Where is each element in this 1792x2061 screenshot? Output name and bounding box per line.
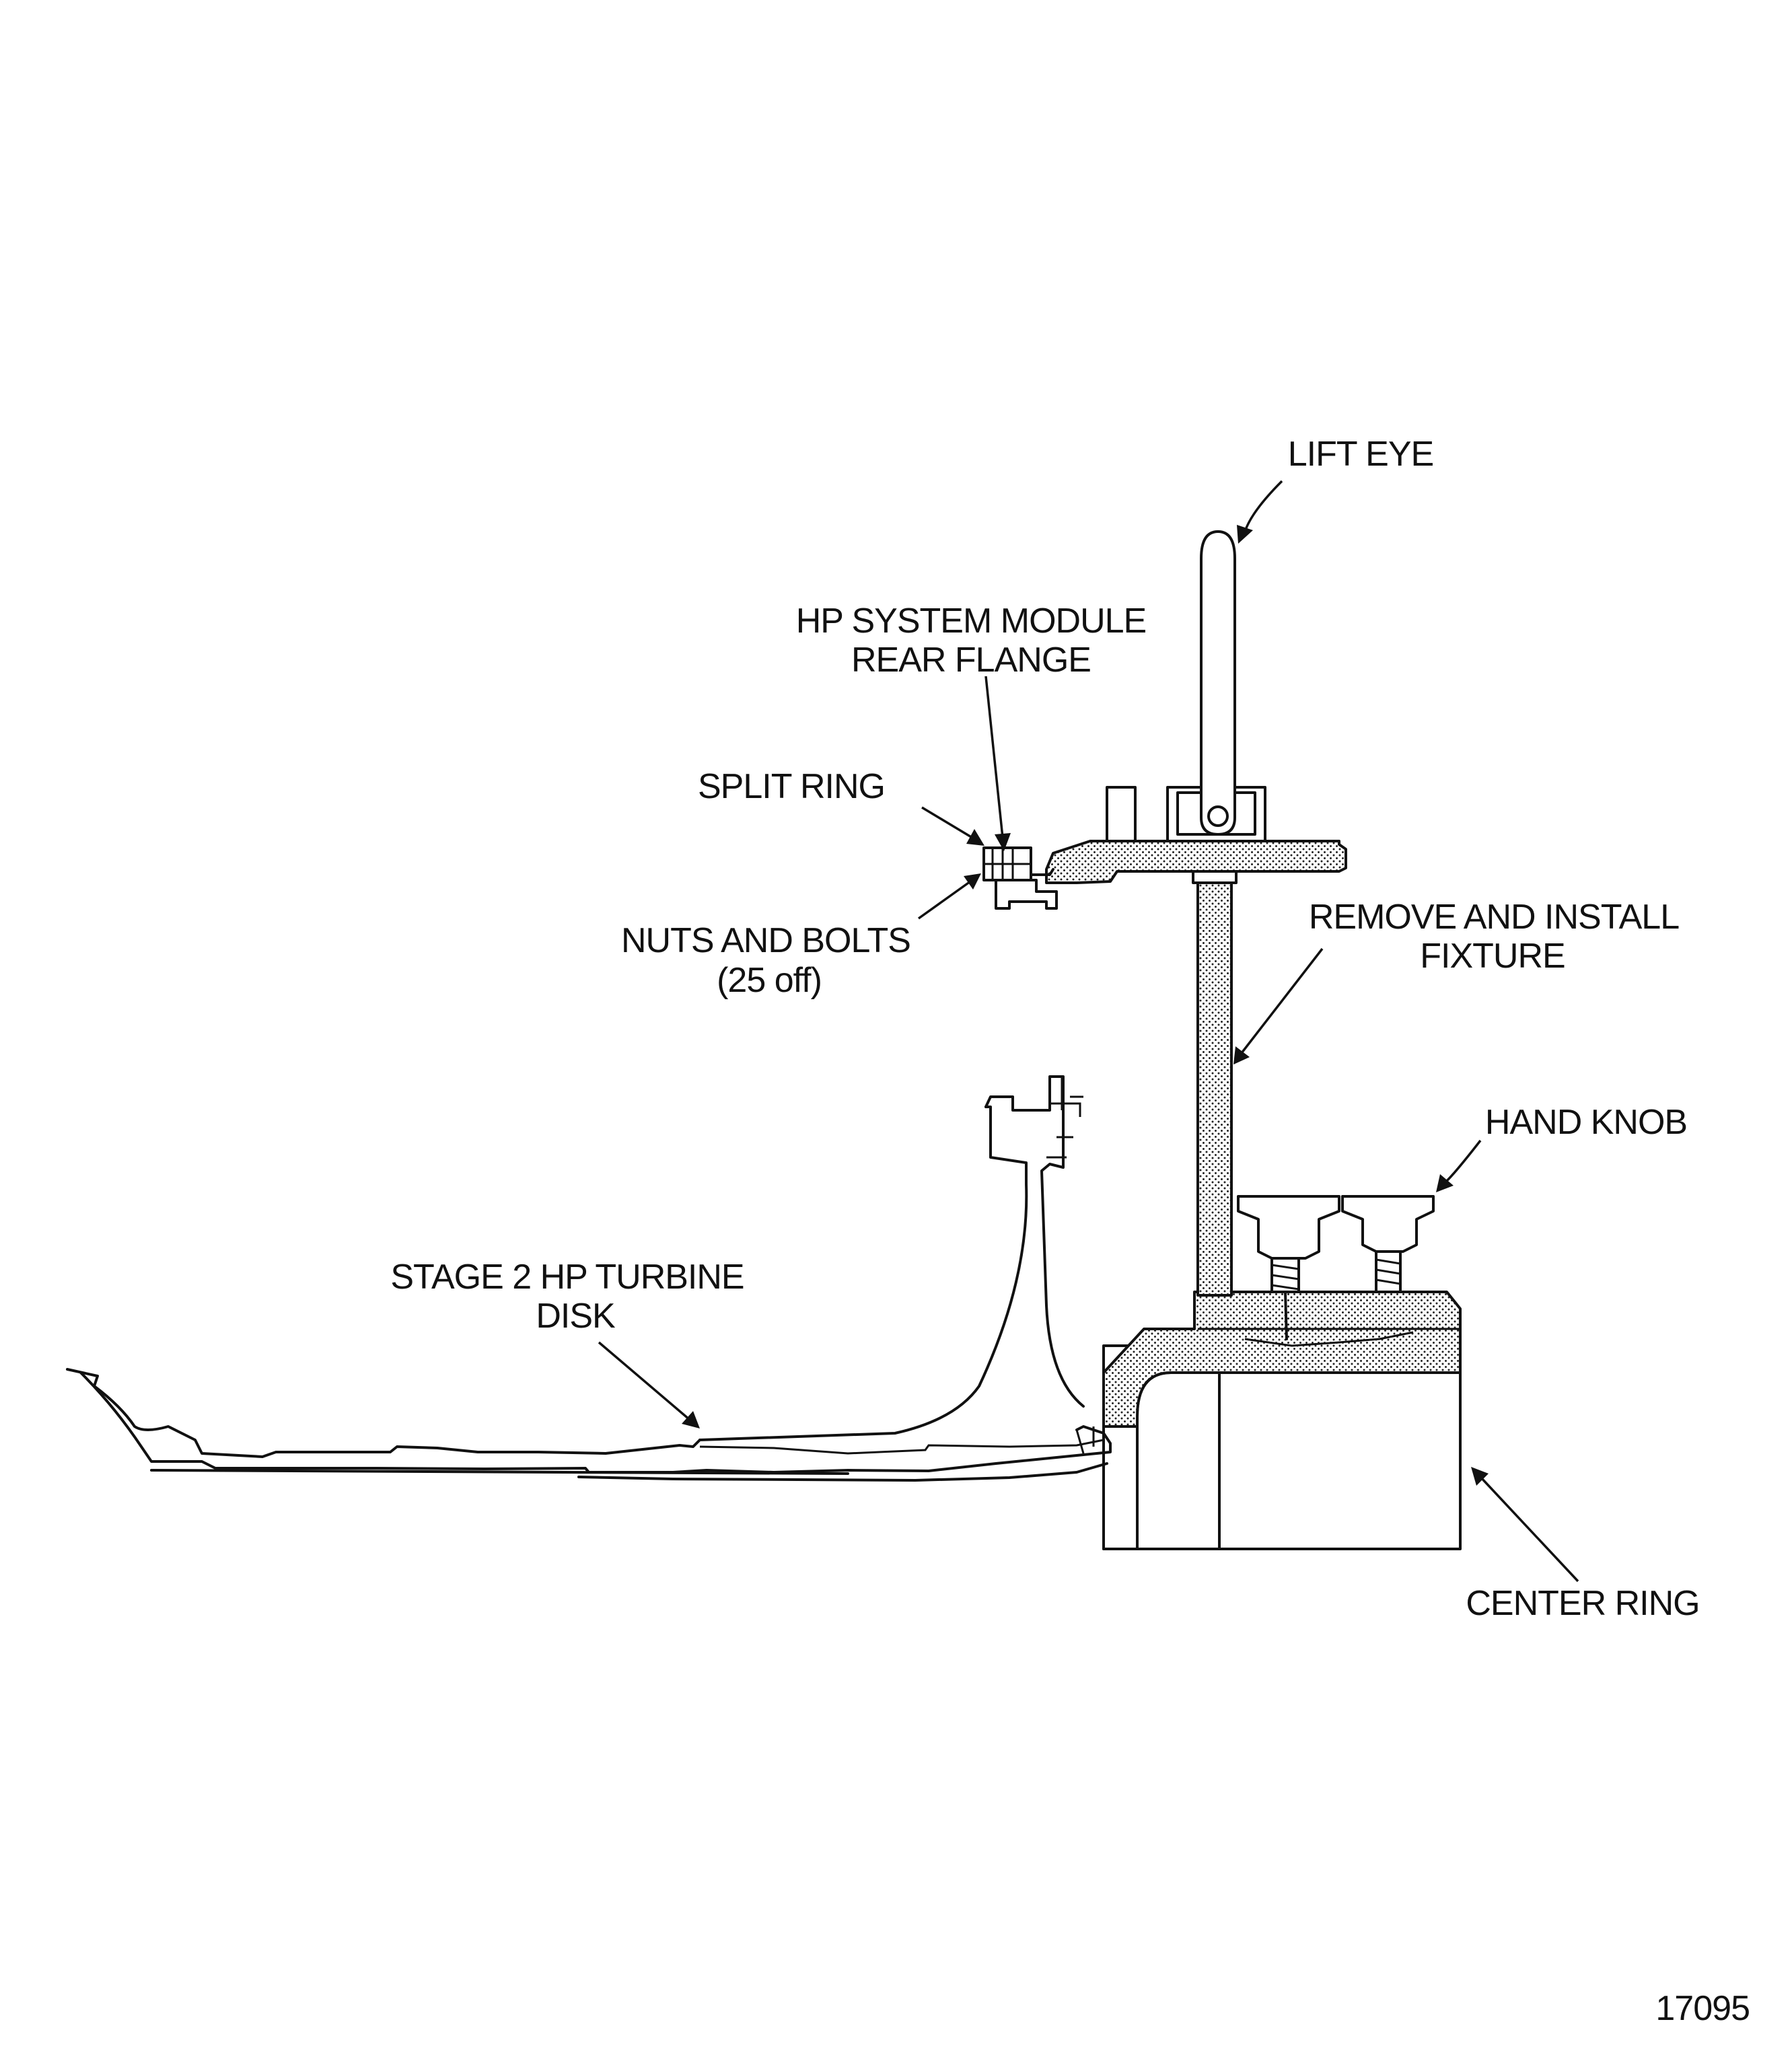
label-turbine-disk-line2: DISK <box>536 1297 616 1336</box>
turbine-disk <box>66 1075 1112 1482</box>
label-fixture-line1: REMOVE AND INSTALL <box>1309 898 1679 937</box>
lift-eye <box>1200 530 1236 836</box>
fixture-rod <box>1192 867 1238 1297</box>
label-nuts-bolts-line2: (25 off) <box>717 961 822 1000</box>
label-turbine-disk-line1: STAGE 2 HP TURBINE <box>390 1258 744 1297</box>
leader-nuts-bolts <box>917 873 981 920</box>
hand-knob-left <box>1237 1195 1340 1340</box>
fixture-base-plate <box>1102 1291 1462 1428</box>
label-nuts-bolts-line1: NUTS AND BOLTS <box>621 921 910 960</box>
label-split-ring: SPLIT RING <box>698 767 885 806</box>
leader-hand-knob <box>1436 1139 1482 1192</box>
figure-number: 17095 <box>1655 1989 1750 2028</box>
leader-split-ring <box>921 806 984 846</box>
label-fixture-line2: FIXTURE <box>1420 937 1565 976</box>
leader-lift-eye <box>1237 480 1283 544</box>
leader-turbine-disk <box>598 1341 700 1429</box>
leader-center-ring <box>1471 1467 1579 1583</box>
label-hand-knob: HAND KNOB <box>1485 1103 1687 1142</box>
leader-fixture <box>1233 947 1324 1064</box>
leader-flange <box>984 676 1011 851</box>
label-hp-module-flange-line1: HP SYSTEM MODULE <box>796 602 1146 641</box>
label-center-ring: CENTER RING <box>1466 1584 1699 1623</box>
label-lift-eye: LIFT EYE <box>1288 435 1433 474</box>
hand-knob-right <box>1341 1195 1435 1293</box>
split-ring-assembly <box>982 846 1058 910</box>
fixture-top-arm <box>1045 786 1347 884</box>
label-hp-module-flange-line2: REAR FLANGE <box>851 641 1091 680</box>
center-ring <box>1102 1344 1462 1550</box>
